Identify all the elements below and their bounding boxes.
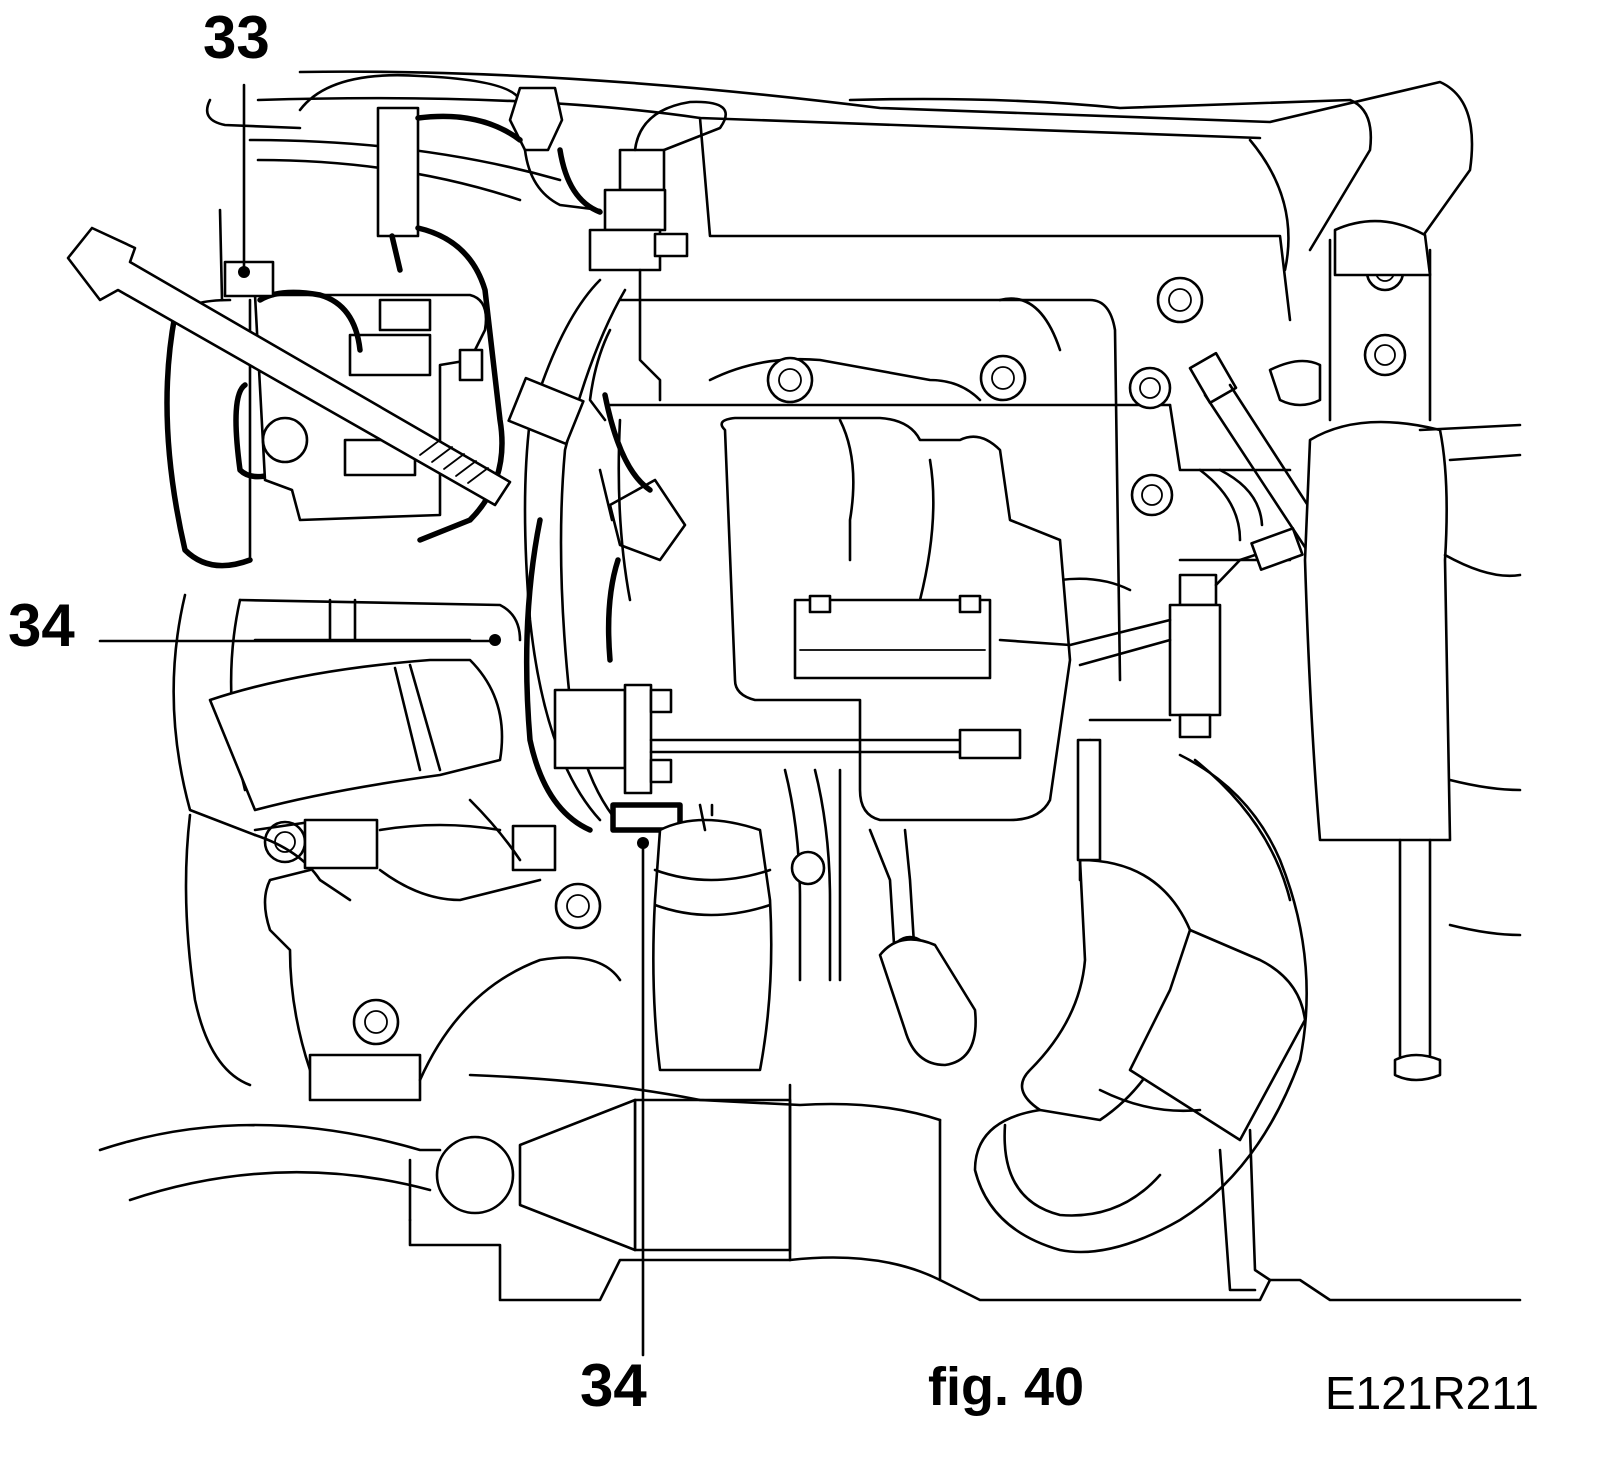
intake-pipe-left xyxy=(172,593,522,1087)
top-cover xyxy=(205,70,1474,322)
bottom-canister xyxy=(98,1098,792,1252)
marker-34-left-dot xyxy=(489,634,501,646)
bottom-outline xyxy=(408,1073,1522,1302)
callout-34-bottom: 34 xyxy=(580,1352,647,1419)
marker-34-bottom-dot xyxy=(637,837,649,849)
top-sensor xyxy=(508,86,603,215)
intercooler-hose-right xyxy=(973,753,1308,1292)
manifold-bracket xyxy=(720,416,1072,822)
egr-valve xyxy=(553,683,1022,849)
center-pipes xyxy=(783,768,977,1067)
engine-block xyxy=(608,297,1292,682)
callout-33: 33 xyxy=(203,4,270,71)
right-sensor xyxy=(998,468,1304,882)
lower-left-housing xyxy=(253,798,622,1102)
dipstick xyxy=(66,226,512,507)
right-cylinder xyxy=(1268,219,1522,1082)
marker-33-dot xyxy=(238,266,250,278)
wiring-harness xyxy=(376,106,523,543)
drawing-code: E121R211 xyxy=(1325,1367,1539,1419)
callout-34-left: 34 xyxy=(8,592,75,659)
leader-lines xyxy=(98,83,645,1357)
vacuum-connector-top xyxy=(588,100,727,402)
figure-caption: fig. 40 xyxy=(928,1357,1085,1417)
hose-bundle xyxy=(507,278,687,833)
turbo-downpipe xyxy=(652,803,773,1072)
